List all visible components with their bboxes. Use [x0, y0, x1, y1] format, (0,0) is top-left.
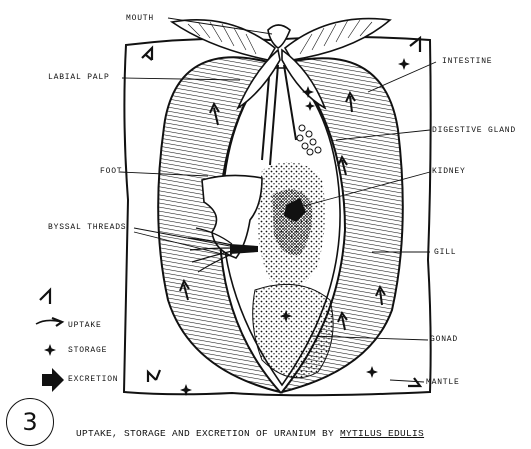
legend-storage: STORAGE [68, 346, 107, 356]
gonad [253, 284, 333, 377]
caption-species: MYTILUS EDULIS [340, 428, 424, 439]
label-mantle: MANTLE [426, 378, 460, 388]
label-byssal-threads: BYSSAL THREADS [48, 223, 126, 233]
legend-icons [36, 290, 64, 392]
label-kidney: KIDNEY [432, 167, 466, 177]
label-foot: FOOT [100, 167, 122, 177]
storage-star-icon [44, 344, 56, 356]
label-gonad: GONAD [430, 335, 458, 345]
label-digestive-gland: DIGESTIVE GLAND [432, 126, 516, 136]
figure-number: 3 [6, 398, 54, 446]
legend-excretion: EXCRETION [68, 375, 118, 385]
figure-caption: UPTAKE, STORAGE AND EXCRETION OF URANIUM… [76, 428, 424, 439]
label-mouth: MOUTH [126, 14, 154, 24]
label-intestine: INTESTINE [442, 57, 492, 67]
legend-uptake: UPTAKE [68, 321, 102, 331]
excretion-arrow-icon [42, 368, 64, 392]
label-gill: GILL [434, 248, 456, 258]
label-labial-palp: LABIAL PALP [48, 73, 110, 83]
caption-text: UPTAKE, STORAGE AND EXCRETION OF URANIUM… [76, 428, 340, 439]
